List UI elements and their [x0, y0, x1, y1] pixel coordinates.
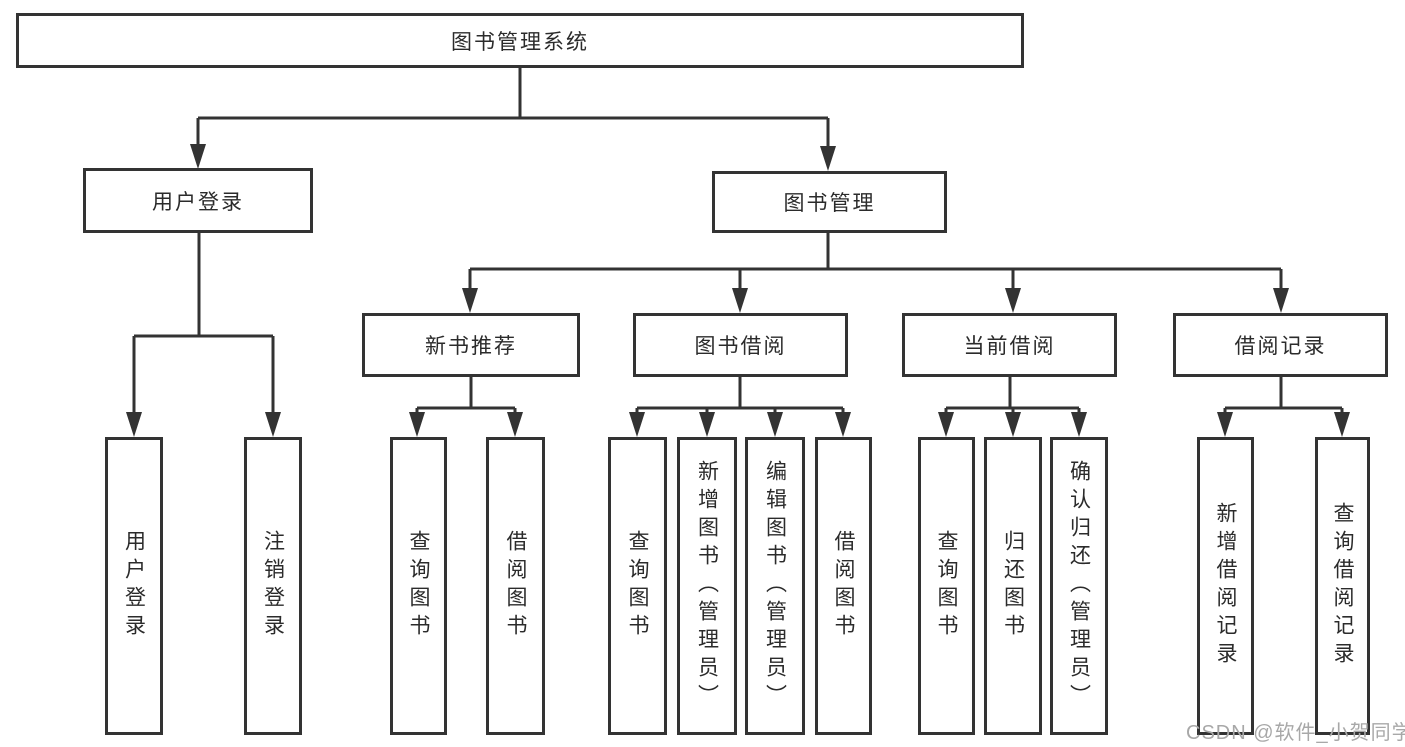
csdn-watermark: CSDN @软件_小贺同学	[1186, 722, 1405, 744]
node-current-borrow: 当前借阅	[902, 313, 1117, 377]
node-leaf-borrow-books-recommend: 借阅图书	[486, 437, 545, 735]
node-leaf-query-books-recommend: 查询图书	[390, 437, 447, 735]
node-leaf-query-borrow-record: 查询借阅记录	[1315, 437, 1370, 735]
node-leaf-logout: 注销登录	[244, 437, 302, 735]
node-leaf-confirm-return-admin: 确认归还（管理员）	[1050, 437, 1108, 735]
node-borrow-records: 借阅记录	[1173, 313, 1388, 377]
node-leaf-add-borrow-record: 新增借阅记录	[1197, 437, 1254, 735]
node-book-borrow: 图书借阅	[633, 313, 848, 377]
node-user-login: 用户登录	[83, 168, 313, 233]
node-leaf-add-books-admin: 新增图书（管理员）	[677, 437, 737, 735]
node-new-book-recommend: 新书推荐	[362, 313, 580, 377]
node-leaf-query-books-borrow: 查询图书	[608, 437, 667, 735]
node-leaf-return-books: 归还图书	[984, 437, 1042, 735]
node-book-management: 图书管理	[712, 171, 947, 233]
node-leaf-query-books-current: 查询图书	[918, 437, 975, 735]
node-root-library-management-system: 图书管理系统	[16, 13, 1024, 68]
node-leaf-borrow-books: 借阅图书	[815, 437, 872, 735]
node-leaf-user-login: 用户登录	[105, 437, 163, 735]
node-leaf-edit-books-admin: 编辑图书（管理员）	[745, 437, 805, 735]
